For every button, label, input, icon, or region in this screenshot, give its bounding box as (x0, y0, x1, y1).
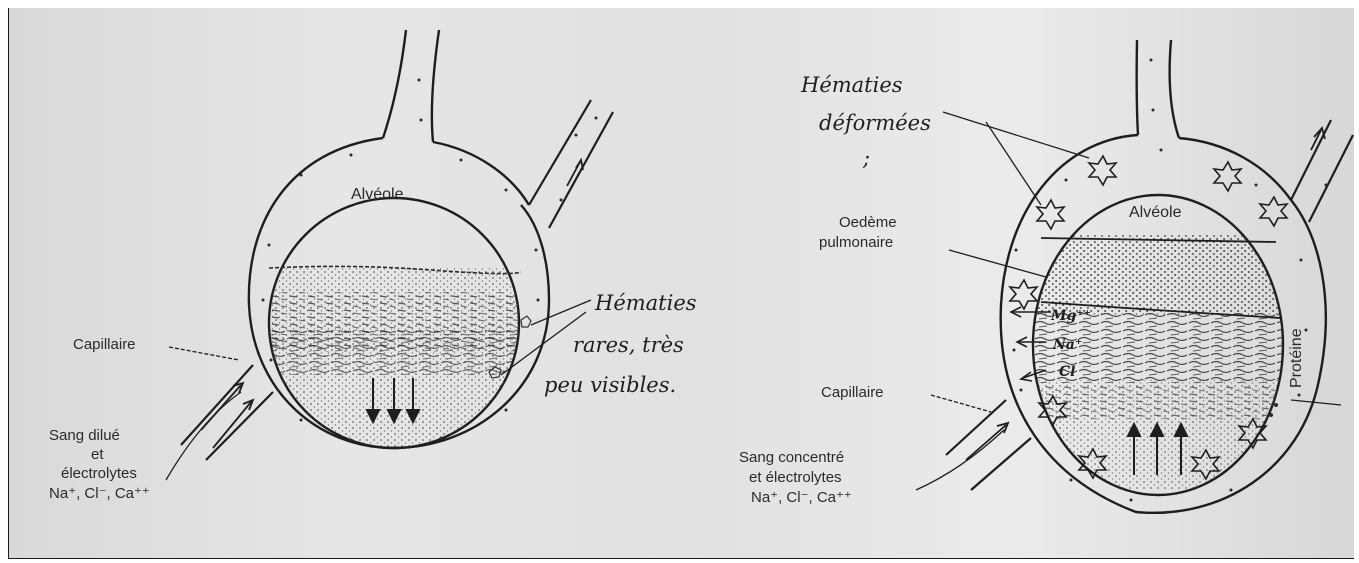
right-oedeme-line-2: pulmonaire (819, 234, 893, 251)
left-hand-line-2: rares, très (573, 333, 684, 357)
left-alveole (166, 30, 613, 480)
right-sang-line-3: Na⁺, Cl⁻, Ca⁺⁺ (751, 489, 852, 506)
right-alveole (916, 40, 1353, 513)
left-sang-line-3: électrolytes (61, 465, 137, 482)
left-sang-line-1: Sang dilué (49, 427, 120, 444)
right-ion-na: Na⁺ (1052, 337, 1082, 353)
right-ion-mg: Mg⁺⁺ (1050, 308, 1091, 324)
left-hand-line-3: peu visibles. (544, 373, 676, 397)
scanned-diagram: Alvéole Capillaire Sang dilué et électro… (8, 8, 1354, 559)
right-hematies-line-1: Hématies (800, 73, 903, 97)
right-hematies-semicolon: ; (862, 146, 870, 170)
left-capillaire-label: Capillaire (73, 336, 136, 353)
right-proteine-label: Protéine (1288, 328, 1305, 388)
diagram-canvas: Alvéole Capillaire Sang dilué et électro… (9, 8, 1354, 558)
right-sang-line-1: Sang concentré (739, 449, 844, 466)
right-alveole-label: Alvéole (1129, 204, 1182, 221)
right-hematies-line-2: déformées (819, 111, 931, 135)
right-ion-cl: Cl (1059, 364, 1075, 380)
left-hand-line-1: Hématies (594, 291, 697, 315)
left-sang-line-2: et (91, 446, 104, 463)
right-oedeme-line-1: Oedème (839, 214, 897, 231)
right-capillaire-label: Capillaire (821, 384, 884, 401)
right-sang-line-2: et électrolytes (749, 469, 842, 486)
left-sang-line-4: Na⁺, Cl⁻, Ca⁺⁺ (49, 485, 150, 502)
left-alveole-label: Alvéole (351, 186, 404, 203)
